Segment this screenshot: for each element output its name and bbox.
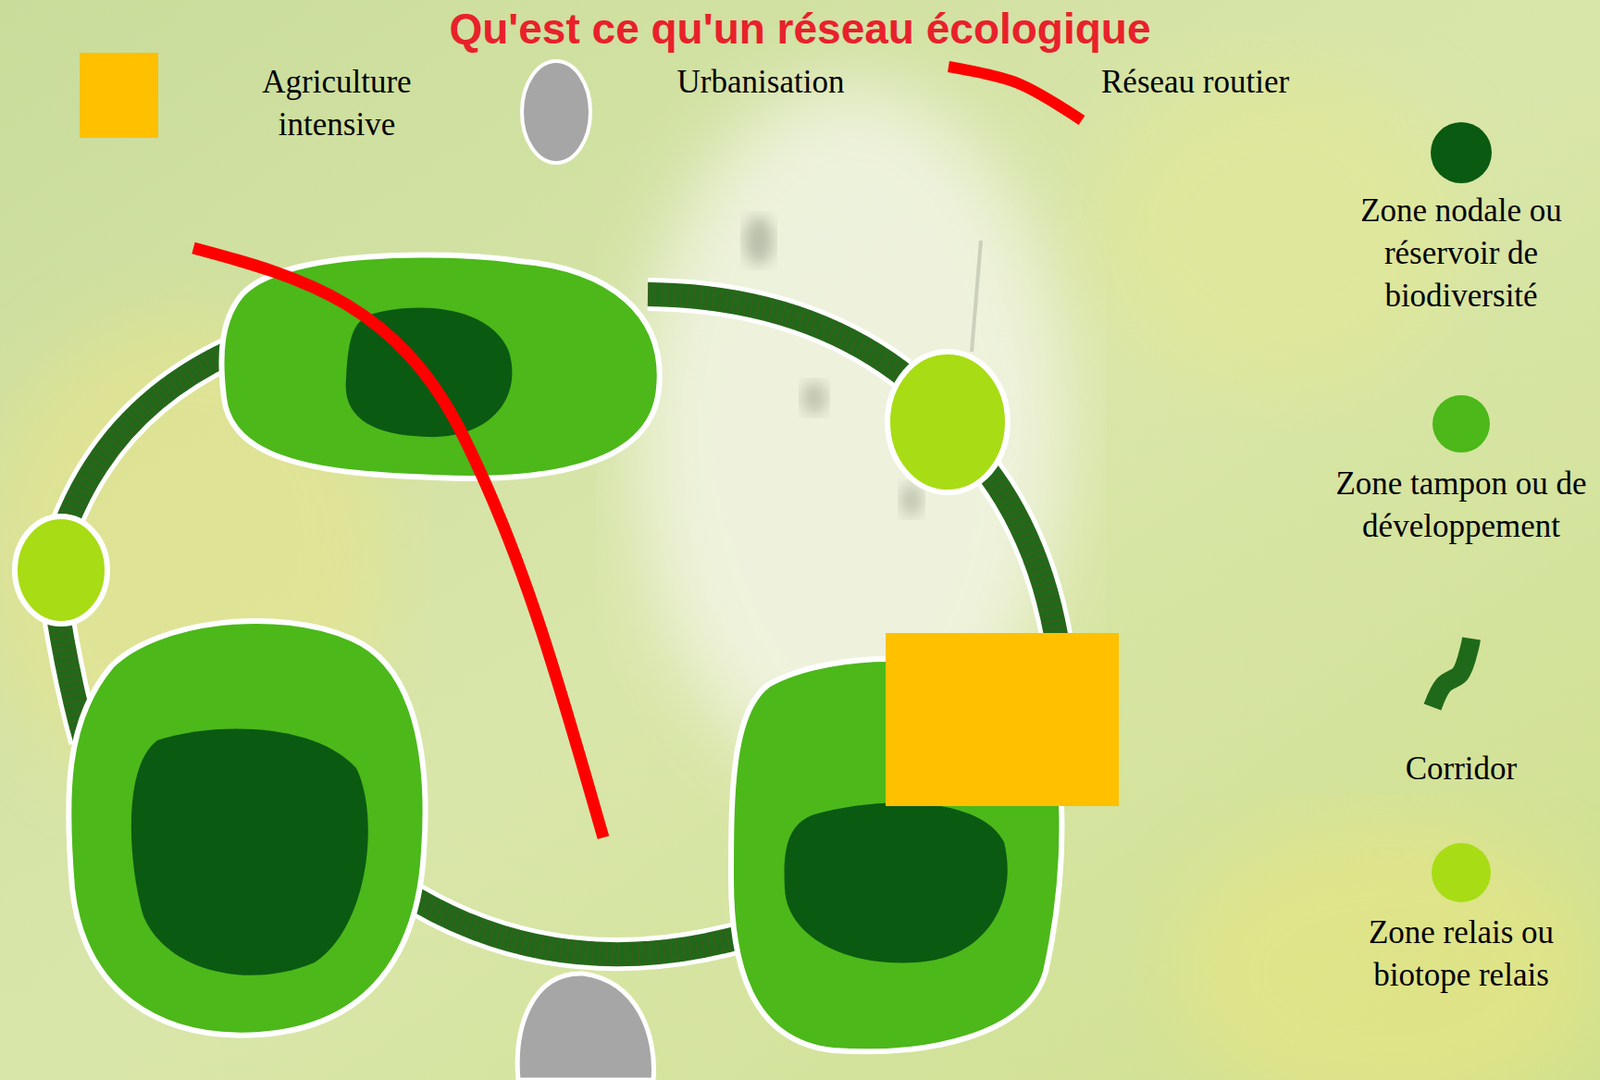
- legend-label: Urbanisation: [658, 61, 863, 104]
- road-swatch: [948, 66, 1082, 121]
- agriculture-swatch: [79, 52, 159, 138]
- urban-swatch: [521, 61, 591, 163]
- zone-swatch: [1432, 395, 1490, 453]
- legend-label: Réseau routier: [1101, 61, 1342, 104]
- diagram-title: Qu'est ce qu'un réseau écologique: [0, 3, 1600, 55]
- legend-label: Agriculture intensive: [230, 61, 444, 147]
- zone-swatch: [1430, 122, 1492, 184]
- legend-label: Zone nodale ou réservoir de biodiversité: [1331, 189, 1591, 318]
- legend-label: Corridor: [1331, 747, 1591, 791]
- legend-label: Zone relais ou biotope relais: [1331, 911, 1591, 997]
- legend-label: Zone tampon ou de développement: [1331, 462, 1591, 548]
- zone-swatch: [1431, 843, 1491, 903]
- corridor-swatch: [1432, 638, 1472, 707]
